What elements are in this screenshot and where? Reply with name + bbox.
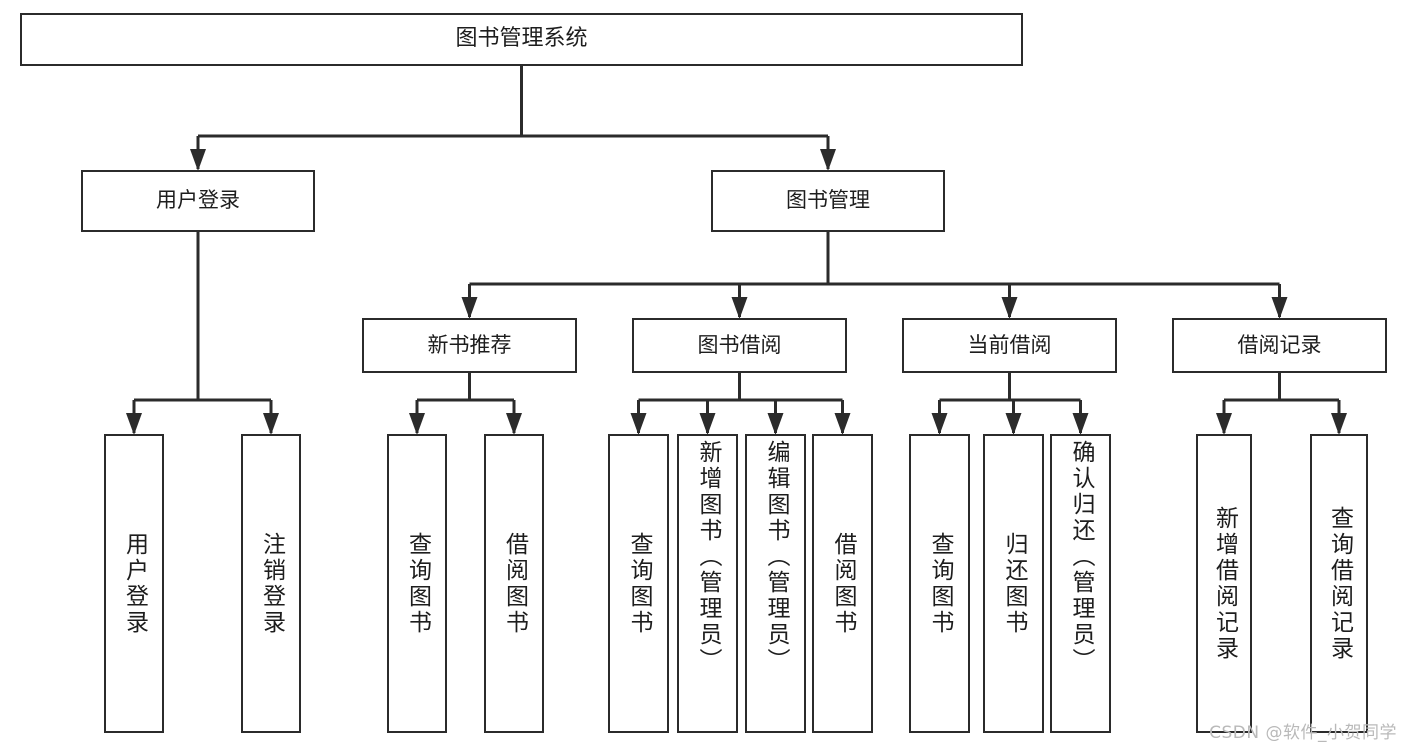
- node-leaf9[interactable]: 查询图书: [909, 434, 970, 733]
- node-label: 查询借阅记录: [1326, 505, 1353, 662]
- watermark-text: CSDN @软件_小贺同学: [1209, 723, 1397, 743]
- node-leaf12[interactable]: 新增借阅记录: [1196, 434, 1252, 733]
- node-label: 查询图书: [626, 531, 652, 636]
- node-label: 查询图书: [404, 531, 431, 636]
- node-leaf7[interactable]: 编辑图书（管理员）: [745, 434, 806, 733]
- node-leaf5[interactable]: 查询图书: [608, 434, 669, 733]
- node-leaf10[interactable]: 归还图书: [983, 434, 1044, 733]
- node-label: 用户登录: [121, 531, 148, 636]
- node-leaf1[interactable]: 用户登录: [104, 434, 164, 733]
- node-records[interactable]: 借阅记录: [1172, 318, 1387, 373]
- node-leaf8[interactable]: 借阅图书: [812, 434, 873, 733]
- node-newbook[interactable]: 新书推荐: [362, 318, 577, 373]
- node-borrow[interactable]: 图书借阅: [632, 318, 847, 373]
- node-leaf13[interactable]: 查询借阅记录: [1310, 434, 1368, 733]
- node-label: 注销登录: [258, 531, 285, 636]
- node-label: 图书借阅: [697, 332, 782, 357]
- node-leaf11[interactable]: 确认归还（管理员）: [1050, 434, 1111, 733]
- node-label: 用户登录: [156, 188, 240, 213]
- node-label: 新书推荐: [427, 332, 512, 357]
- node-label: 确认归还（管理员）: [1068, 440, 1094, 674]
- node-root[interactable]: 图书管理系统: [20, 13, 1023, 66]
- node-leaf2[interactable]: 注销登录: [241, 434, 301, 733]
- node-label: 借阅记录: [1237, 332, 1322, 357]
- node-login[interactable]: 用户登录: [81, 170, 315, 232]
- node-label: 图书管理: [786, 188, 870, 213]
- node-label: 编辑图书（管理员）: [763, 440, 789, 674]
- node-bookmgmt[interactable]: 图书管理: [711, 170, 945, 232]
- node-leaf6[interactable]: 新增图书（管理员）: [677, 434, 738, 733]
- node-label: 借阅图书: [830, 531, 856, 636]
- node-label: 归还图书: [1001, 531, 1027, 636]
- node-leaf4[interactable]: 借阅图书: [484, 434, 544, 733]
- node-current[interactable]: 当前借阅: [902, 318, 1117, 373]
- node-label: 图书管理系统: [455, 26, 588, 52]
- node-label: 借阅图书: [501, 531, 528, 636]
- node-leaf3[interactable]: 查询图书: [387, 434, 447, 733]
- node-label: 当前借阅: [967, 332, 1052, 357]
- node-label: 新增借阅记录: [1211, 505, 1238, 662]
- node-label: 查询图书: [927, 531, 953, 636]
- node-label: 新增图书（管理员）: [695, 440, 721, 674]
